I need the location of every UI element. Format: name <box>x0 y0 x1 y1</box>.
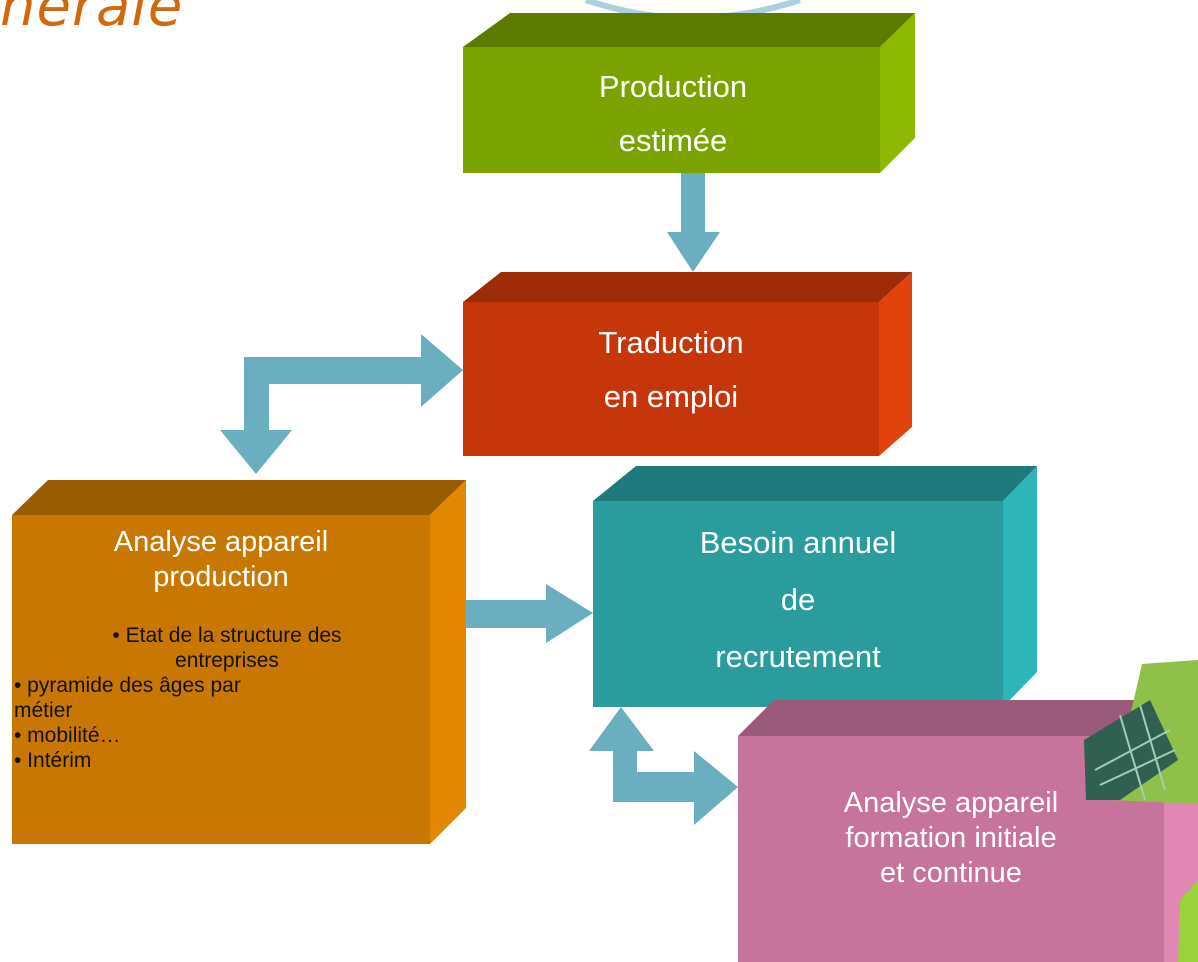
box-traduction-line: en emploi <box>603 379 739 414</box>
box-traduction-side <box>879 272 912 456</box>
box-besoin-line: Besoin annuel <box>699 525 897 560</box>
box-analyse-production-side <box>430 480 466 844</box>
box-analyse-production-line: production <box>153 561 289 593</box>
box-production-line: Production <box>598 69 748 104</box>
box-besoin <box>593 466 1037 707</box>
box-besoin-side <box>1003 466 1037 707</box>
box-formation-top <box>738 700 1198 736</box>
box-production-label: Production estimée <box>463 60 883 168</box>
box-besoin-line: de <box>780 582 816 617</box>
photo-grid-line <box>1139 704 1166 791</box>
box-formation-line: et continue <box>880 857 1022 889</box>
box-traduction-top <box>463 272 912 302</box>
box-traduction-line: Traduction <box>598 325 744 360</box>
box-formation-line: Analyse appareil <box>843 787 1059 819</box>
bullet-item: • pyramide des âges par <box>14 674 241 697</box>
photo-grid-line <box>1099 749 1176 786</box>
box-besoin-front <box>593 501 1003 707</box>
box-formation-line: formation initiale <box>845 822 1057 854</box>
box-analyse-production-top <box>12 480 466 515</box>
box-analyse-production-label: Analyse appareil production <box>12 525 430 595</box>
box-production-side <box>880 13 915 173</box>
analyse-production-bullet-list: • Etat de la structure des entreprises •… <box>14 623 428 773</box>
box-besoin-top <box>593 466 1037 501</box>
box-production-front <box>463 47 880 173</box>
box-besoin-line: recrutement <box>715 639 881 674</box>
photo-grid-line <box>1119 714 1146 801</box>
arrow-traduction-analyse-elbow <box>220 334 463 474</box>
bullet-item: • Intérim <box>14 749 92 772</box>
bullet-item: métier <box>14 699 73 722</box>
decorative-photo <box>1084 660 1198 962</box>
box-analyse-production-line: Analyse appareil <box>113 526 329 558</box>
bullet-item: • mobilité… <box>14 724 121 747</box>
box-production-top <box>463 13 915 47</box>
box-production <box>463 13 915 173</box>
box-traduction-label: Traduction en emploi <box>463 316 879 424</box>
box-traduction-front <box>463 302 879 456</box>
arrow-analyse-to-besoin <box>466 584 593 643</box>
box-traduction <box>463 272 912 456</box>
box-besoin-label: Besoin annuel de recrutement <box>593 514 1003 685</box>
box-formation-label: Analyse appareil formation initiale et c… <box>738 786 1164 891</box>
photo-accent <box>1178 880 1198 962</box>
photo-grid-line <box>1094 729 1171 771</box>
bullet-item: entreprises <box>175 649 279 672</box>
bullet-item: • Etat de la structure des <box>112 624 342 647</box>
arrow-besoin-formation-elbow <box>589 707 738 825</box>
box-analyse-production-front <box>12 515 430 844</box>
arrow-production-to-traduction <box>667 173 720 272</box>
page-title-fragment: nérale <box>0 0 184 39</box>
box-analyse-production <box>12 480 466 844</box>
box-production-line: estimée <box>618 123 728 158</box>
